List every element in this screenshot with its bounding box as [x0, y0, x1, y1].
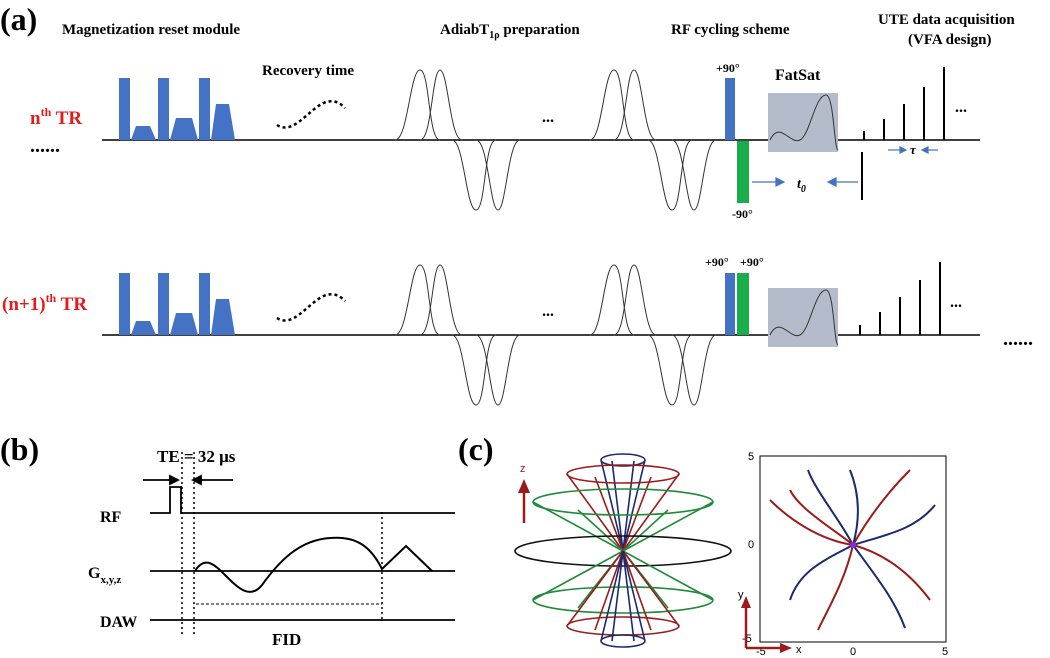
- rf-pulse-line: [150, 486, 455, 514]
- label-plus90-row-2b: +90°: [740, 255, 764, 269]
- panel-c-label: (c): [458, 431, 494, 467]
- te-arrows: [143, 474, 233, 486]
- label-adiab: AdiabT1ρ preparation: [440, 22, 580, 41]
- x-axis-label: x: [796, 644, 802, 656]
- label-gxyz: Gx,y,z: [88, 565, 121, 586]
- x-tick-left: -5: [756, 646, 766, 658]
- reset-gradients-row-2: [119, 273, 235, 335]
- tau-arrows: [888, 146, 938, 154]
- z-axis-arrowhead: [518, 479, 530, 493]
- x-tick-right: 5: [942, 646, 948, 658]
- te-label: TE = 32 μs: [157, 447, 236, 466]
- spiral-center: [850, 542, 856, 548]
- adiabatic-pulses-row-1: [394, 69, 717, 211]
- panel-b-label: (b): [0, 431, 39, 467]
- ute-pulses-row-2: [859, 262, 941, 335]
- y-tick-top: 5: [748, 451, 754, 463]
- t0-arrows: [752, 177, 858, 187]
- label-daw: DAW: [100, 614, 137, 631]
- rf-pulse-minus90-row-1: [737, 141, 749, 203]
- label-tau: τ: [910, 142, 917, 157]
- adiabatic-pulses-row-2: [394, 264, 717, 406]
- fatsat-box-row-1: [768, 93, 838, 152]
- x-axis-arrowhead: [780, 643, 792, 653]
- gradient-waveform: [194, 536, 433, 593]
- label-ute-line1: UTE data acquisition: [878, 12, 1015, 28]
- reset-gradients-row-1: [119, 78, 235, 140]
- spiral-plot-frame: [759, 455, 947, 643]
- fatsat-box-row-2: [768, 288, 838, 347]
- label-minus90-row-1: -90°: [732, 207, 753, 221]
- rf-pulse-plus90-row-1: [725, 78, 735, 140]
- y-axis-arrowhead: [741, 596, 751, 608]
- label-t0: t0: [797, 177, 806, 195]
- label-fatsat: FatSat: [775, 67, 821, 84]
- z-axis-label: z: [520, 463, 526, 475]
- ellipsis-row-2: ...: [542, 303, 554, 320]
- recovery-curve-row-1: [276, 100, 346, 129]
- label-rf-cycling: RF cycling scheme: [671, 22, 790, 38]
- row-label-n-plus-1: (n+1)th TR: [2, 291, 87, 315]
- ute-ellipsis-row-1: ...: [955, 99, 967, 116]
- label-fid: FID: [272, 630, 301, 649]
- label-ute-line2: (VFA design): [908, 32, 991, 48]
- ute-pulses-row-1: [863, 67, 945, 140]
- radial-cones: [514, 453, 732, 648]
- label-rf: RF: [100, 509, 122, 526]
- label-plus90-row-2a: +90°: [705, 255, 729, 269]
- x-tick-mid: 0: [850, 646, 856, 658]
- fatsat-pulse-row-2: [769, 289, 839, 346]
- ute-ellipsis-row-2: ...: [950, 294, 962, 311]
- trailing-dots: ......: [1003, 328, 1033, 350]
- recovery-curve-row-2: [276, 293, 346, 322]
- row-label-n: nth TR: [30, 105, 82, 129]
- spiral-trajectories: [769, 469, 936, 631]
- ellipsis-row-1: ...: [542, 109, 554, 126]
- rf-pulse-plus90-row-2: [725, 273, 735, 335]
- label-recovery-time: Recovery time: [262, 63, 354, 79]
- fatsat-pulse-row-1: [769, 94, 839, 151]
- y-tick-mid: 0: [748, 539, 754, 551]
- label-reset-module: Magnetization reset module: [62, 22, 240, 38]
- panel-a-label: (a): [0, 1, 37, 37]
- label-plus90-row-1: +90°: [716, 61, 740, 75]
- leading-dots: ......: [30, 135, 60, 157]
- y-axis-label: y: [738, 589, 744, 601]
- rf-pulse-plus90-green-row-2: [737, 273, 749, 335]
